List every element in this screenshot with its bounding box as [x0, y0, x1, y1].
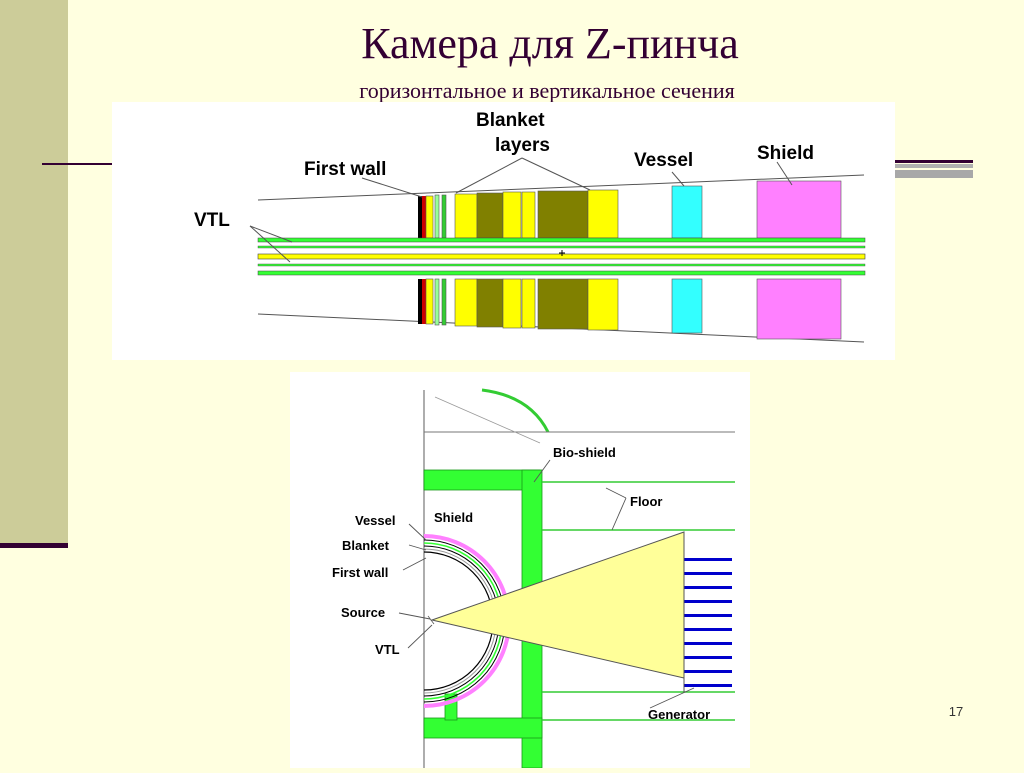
blanket-layer: [441, 278, 447, 326]
label-blanket-line2: layers: [495, 135, 550, 156]
blanket-layer: [502, 191, 522, 239]
guide-line: [434, 396, 541, 444]
label-blanket-line1: Blanket: [476, 110, 545, 131]
outer-boundary-top: [257, 174, 865, 201]
label-vessel: Vessel: [355, 513, 396, 528]
upper-wall-layers: [418, 180, 842, 239]
blanket-layer: [476, 278, 504, 328]
label-first-wall: First wall: [304, 159, 386, 180]
blanket-layer: [537, 278, 589, 330]
title-rule-right-gray-2: [894, 170, 973, 178]
first-wall-dark: [418, 279, 422, 324]
label-shield: Shield: [434, 510, 473, 525]
slide-title: Камера для Z-пинча: [361, 19, 739, 68]
label-vtl: VTL: [375, 642, 400, 657]
first-wall-red: [422, 196, 426, 238]
blanket-layer: [502, 278, 522, 329]
blanket-layer: [425, 195, 434, 239]
vertical-section-diagram: Bio-shield Floor Vessel Shield Blanket F…: [332, 388, 735, 769]
lower-wall-layers: [418, 278, 842, 340]
left-decor-rule: [0, 543, 68, 548]
label-blanket: Blanket: [342, 538, 390, 553]
first-wall-red: [422, 279, 426, 324]
label-source: Source: [341, 605, 385, 620]
label-vessel: Vessel: [634, 150, 693, 171]
blanket-layer: [441, 194, 447, 239]
blanket-layer: [434, 194, 440, 239]
blanket-layer: [521, 191, 536, 239]
blanket-layer: [537, 190, 589, 239]
leader-lines: [249, 157, 793, 263]
label-vtl: VTL: [194, 210, 230, 231]
blanket-layer: [454, 193, 478, 239]
label-shield: Shield: [757, 143, 814, 164]
dome-arc: [481, 388, 550, 433]
horizontal-section-diagram: Blanket layers First wall Vessel Shield …: [194, 110, 866, 343]
vtl-lines: [257, 237, 866, 276]
vessel-block: [671, 278, 703, 334]
blanket-layer: [587, 278, 619, 331]
horizontal-section-panel: Blanket layers First wall Vessel Shield …: [112, 102, 895, 360]
slide-subtitle: горизонтальное и вертикальное сечения: [359, 78, 735, 103]
vertical-section-panel: Bio-shield Floor Vessel Shield Blanket F…: [290, 372, 750, 769]
label-bio-shield: Bio-shield: [553, 445, 616, 460]
label-first-wall: First wall: [332, 565, 388, 580]
vessel-block: [671, 185, 703, 239]
blanket-layer: [434, 278, 440, 326]
shield-block: [756, 278, 842, 340]
blanket-layer: [476, 192, 504, 239]
label-generator: Generator: [648, 707, 710, 722]
first-wall-dark: [418, 196, 422, 238]
blanket-layer: [521, 278, 536, 329]
generator-lines: [683, 532, 732, 692]
leader-lines: [398, 459, 695, 709]
blanket-layer: [454, 278, 478, 327]
source-point: [427, 615, 435, 625]
title-rule-right-gray: [894, 164, 973, 168]
left-decor-band: [0, 0, 68, 543]
title-rule-left: [42, 163, 116, 165]
blanket-layer: [587, 189, 619, 239]
title-rule-right-dark: [894, 160, 973, 163]
floor-lines: [542, 481, 735, 721]
blanket-layer: [425, 278, 434, 325]
shield-block: [756, 180, 842, 239]
page-number: 17: [948, 704, 964, 719]
label-floor: Floor: [630, 494, 663, 509]
